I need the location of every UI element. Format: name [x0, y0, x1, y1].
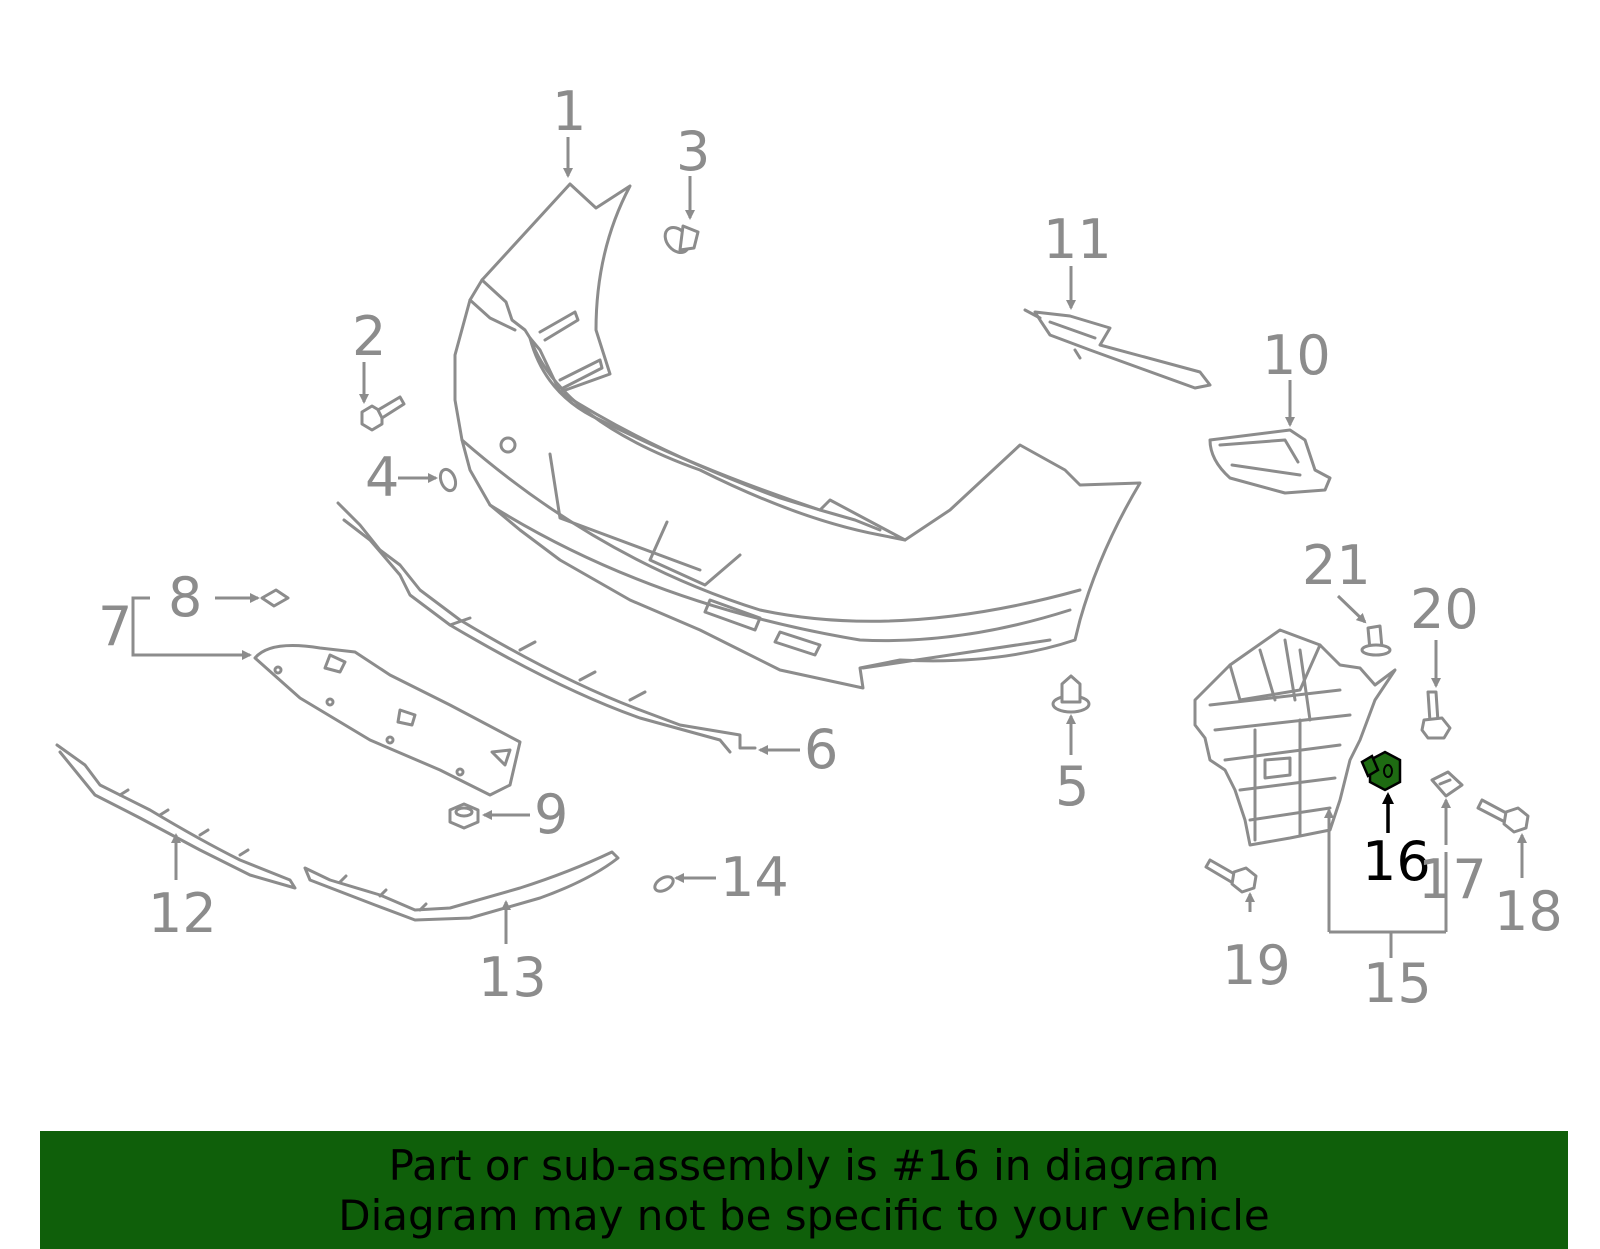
lower-molding-part-6	[336, 501, 757, 754]
reflector-part-10	[1208, 428, 1332, 495]
grommet-part-14	[653, 875, 675, 893]
info-banner: Part or sub-assembly is #16 in diagram D…	[40, 1131, 1568, 1249]
callout-17: 17	[1418, 848, 1487, 911]
bolt-part-19	[1204, 858, 1258, 894]
clip-nut-part-16	[1360, 750, 1402, 792]
callout-numbers: 1 2 3 4 5 6 7 8 9 10 11 12 13 14 15 16 1…	[98, 80, 1563, 1015]
callout-3: 3	[676, 120, 710, 183]
callout-6: 6	[804, 718, 838, 781]
bolt-part-2	[360, 395, 406, 432]
callout-7: 7	[98, 595, 132, 658]
bracket-part-11	[1023, 308, 1212, 390]
retainer-part-8	[260, 588, 290, 608]
callout-2: 2	[352, 305, 386, 368]
bumper-cover-part	[453, 182, 1142, 690]
callout-10: 10	[1262, 324, 1331, 387]
callout-16: 16	[1362, 830, 1431, 893]
clip-part-17	[1430, 770, 1464, 798]
callout-21: 21	[1302, 534, 1371, 597]
grommet-part-4	[438, 467, 458, 493]
callout-5: 5	[1055, 755, 1089, 818]
callout-15: 15	[1363, 952, 1432, 1015]
callout-8: 8	[168, 566, 202, 629]
callout-leaders	[131, 137, 1527, 958]
callout-18: 18	[1494, 880, 1563, 943]
callout-4: 4	[365, 446, 399, 509]
pin-part-21	[1360, 624, 1392, 657]
callout-13: 13	[478, 946, 547, 1009]
banner-line-2: Diagram may not be specific to your vehi…	[338, 1191, 1270, 1240]
bolt-part-18	[1476, 798, 1530, 834]
diffuser-part-7	[253, 644, 522, 797]
callout-14: 14	[720, 846, 789, 909]
banner-line-1: Part or sub-assembly is #16 in diagram	[388, 1141, 1220, 1190]
nut-part-9	[448, 802, 480, 830]
push-clip-part-5	[1051, 674, 1091, 714]
side-bracket-part-15	[1193, 628, 1397, 847]
callout-1: 1	[552, 80, 586, 143]
trim-strip-part-12	[55, 743, 297, 890]
callout-19: 19	[1222, 934, 1291, 997]
trim-strip-part-13	[303, 850, 620, 922]
callout-9: 9	[534, 783, 568, 846]
callout-20: 20	[1410, 578, 1479, 641]
clip-part-3	[663, 224, 700, 255]
callout-11: 11	[1043, 208, 1112, 271]
bolt-part-20	[1420, 690, 1452, 740]
callout-12: 12	[148, 882, 217, 945]
